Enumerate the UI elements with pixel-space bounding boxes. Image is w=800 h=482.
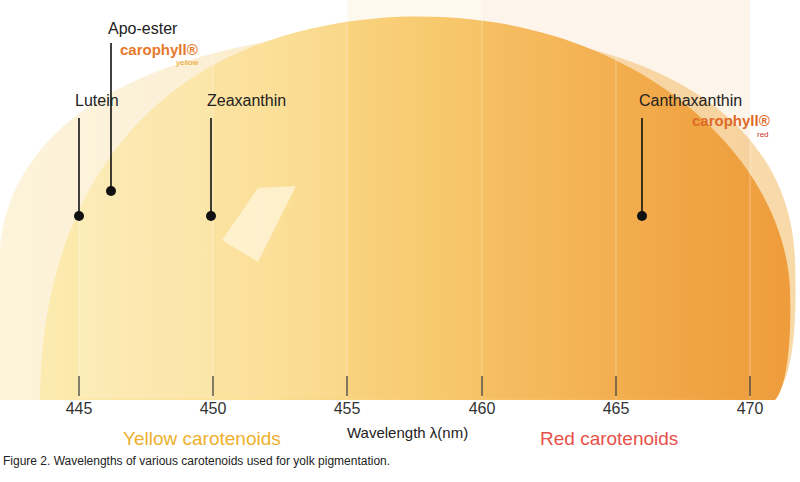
axis-tick-label: 470 — [737, 400, 764, 418]
wavelength-band — [213, 0, 347, 398]
wavelength-band — [482, 0, 616, 398]
band-divider — [79, 0, 750, 398]
compound-name: Apo-ester — [108, 20, 177, 38]
compound-name: Canthaxanthin — [639, 92, 742, 110]
brand-variant: red — [757, 130, 769, 139]
brand-variant: yellow — [176, 58, 198, 67]
brand-logo: carophyll® — [692, 112, 770, 129]
axis-tick-label: 450 — [200, 400, 227, 418]
group-label: Red carotenoids — [540, 428, 678, 450]
figure-caption: Figure 2. Wavelengths of various caroten… — [3, 455, 390, 469]
axis-tick — [79, 376, 750, 396]
wavelength-band — [79, 0, 213, 398]
axis-tick-label: 445 — [66, 400, 93, 418]
group-label: Yellow carotenoids — [123, 428, 281, 450]
axis-tick-label: 460 — [469, 400, 496, 418]
brand-logo: carophyll® — [120, 41, 198, 58]
compound-name: Zeaxanthin — [207, 92, 286, 110]
axis-title: Wavelength λ(nm) — [347, 424, 468, 441]
axis-tick-label: 455 — [334, 400, 361, 418]
marker-dot — [74, 186, 647, 221]
axis-tick-label: 465 — [603, 400, 630, 418]
wavelength-band — [616, 0, 750, 398]
wavelength-band — [347, 0, 482, 398]
compound-name: Lutein — [75, 92, 119, 110]
yolk-highlight — [222, 186, 296, 262]
leader-line — [79, 43, 642, 216]
